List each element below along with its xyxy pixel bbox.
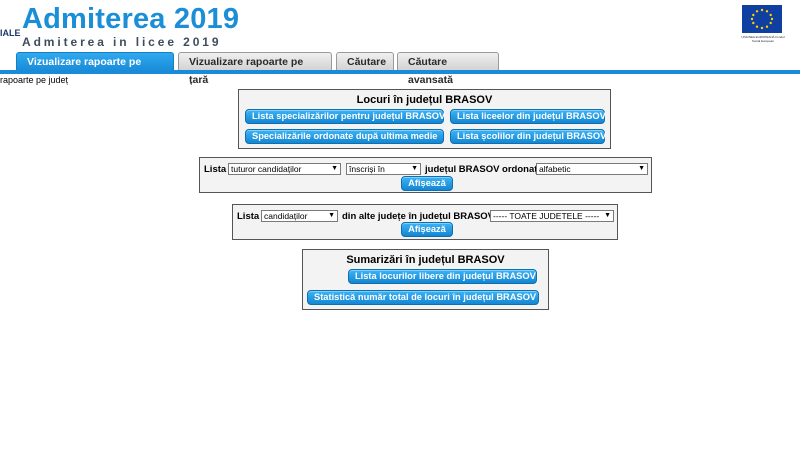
panel-alte-judete: Lista candidaților ▼ din alte județe în … xyxy=(232,204,618,240)
chevron-down-icon: ▼ xyxy=(411,165,418,172)
tab-cautare[interactable]: Căutare xyxy=(336,52,394,70)
site-title[interactable]: Admiterea 2019 xyxy=(22,3,240,35)
select-judete[interactable]: ----- TOATE JUDETELE ----- ▼ xyxy=(490,210,614,222)
tab-bar: Vizualizare rapoarte pe județ Vizualizar… xyxy=(0,52,800,86)
tab-cautare-avansata[interactable]: Căutare avansată xyxy=(397,52,499,86)
tab-underline xyxy=(0,70,800,74)
label-lista: Lista xyxy=(204,164,227,175)
lista-licee-button[interactable]: Lista liceelor din județul BRASOV xyxy=(450,109,606,124)
select-candidati-value: tuturor candidaților xyxy=(231,164,302,174)
statistica-locuri-button[interactable]: Statistică număr total de locuri în jude… xyxy=(307,290,539,305)
lista-scoli-button[interactable]: Lista școlilor din județul BRASOV xyxy=(450,129,606,144)
afiseaza-button[interactable]: Afișează xyxy=(401,176,453,191)
select-inscrisi-value: înscriși în xyxy=(349,164,385,174)
lista-specializari-button[interactable]: Lista specializărilor pentru județul BRA… xyxy=(245,109,445,124)
chevron-down-icon: ▼ xyxy=(638,165,645,172)
eu-logo-caption: UNIUNEA EUROPEANĂ Fondul Social European xyxy=(741,35,785,43)
select-candidati-alte[interactable]: candidaților ▼ xyxy=(261,210,338,222)
chevron-down-icon: ▼ xyxy=(331,165,338,172)
label-lista: Lista xyxy=(237,211,260,222)
site-subtitle: Admiterea in licee 2019 xyxy=(22,35,222,49)
panel-sumarizari-title: Sumarizări în județul BRASOV xyxy=(346,254,505,266)
chevron-down-icon: ▼ xyxy=(604,212,611,219)
panel-locuri-title: Locuri în județul BRASOV xyxy=(356,94,493,106)
breadcrumb: rapoarte pe județ xyxy=(0,75,69,85)
locuri-libere-button[interactable]: Lista locurilor libere din județul BRASO… xyxy=(348,269,537,284)
select-judete-value: ----- TOATE JUDETELE ----- xyxy=(493,211,600,221)
label-din-alte-judete: din alte județe în județul BRASOV xyxy=(342,211,495,222)
panel-lista-candidati: Lista tuturor candidaților ▼ înscriși în… xyxy=(199,157,652,193)
eu-logo: UNIUNEA EUROPEANĂ Fondul Social European xyxy=(740,5,785,47)
afiseaza-alte-button[interactable]: Afișează xyxy=(401,222,453,237)
select-inscrisi[interactable]: înscriși în ▼ xyxy=(346,163,421,175)
select-candidati[interactable]: tuturor candidaților ▼ xyxy=(228,163,341,175)
header-left-fragment: IALE xyxy=(0,28,21,38)
tab-rapoarte-tara[interactable]: Vizualizare rapoarte pe țară xyxy=(178,52,332,86)
panel-sumarizari: Sumarizări în județul BRASOV Lista locur… xyxy=(302,249,549,310)
tab-rapoarte-judet[interactable]: Vizualizare rapoarte pe județ xyxy=(16,52,174,86)
panel-locuri: Locuri în județul BRASOV Lista specializ… xyxy=(238,89,611,149)
site-header: IALE Admiterea 2019 Admiterea in licee 2… xyxy=(0,0,800,52)
label-judet-ordonati: județul BRASOV ordonați xyxy=(425,164,541,175)
select-ordine[interactable]: alfabetic ▼ xyxy=(536,163,648,175)
chevron-down-icon: ▼ xyxy=(328,212,335,219)
select-candidati-alte-value: candidaților xyxy=(264,211,308,221)
select-ordine-value: alfabetic xyxy=(539,164,571,174)
eu-flag-icon xyxy=(742,5,782,33)
specializari-ordonate-button[interactable]: Specializările ordonate după ultima medi… xyxy=(245,129,444,144)
